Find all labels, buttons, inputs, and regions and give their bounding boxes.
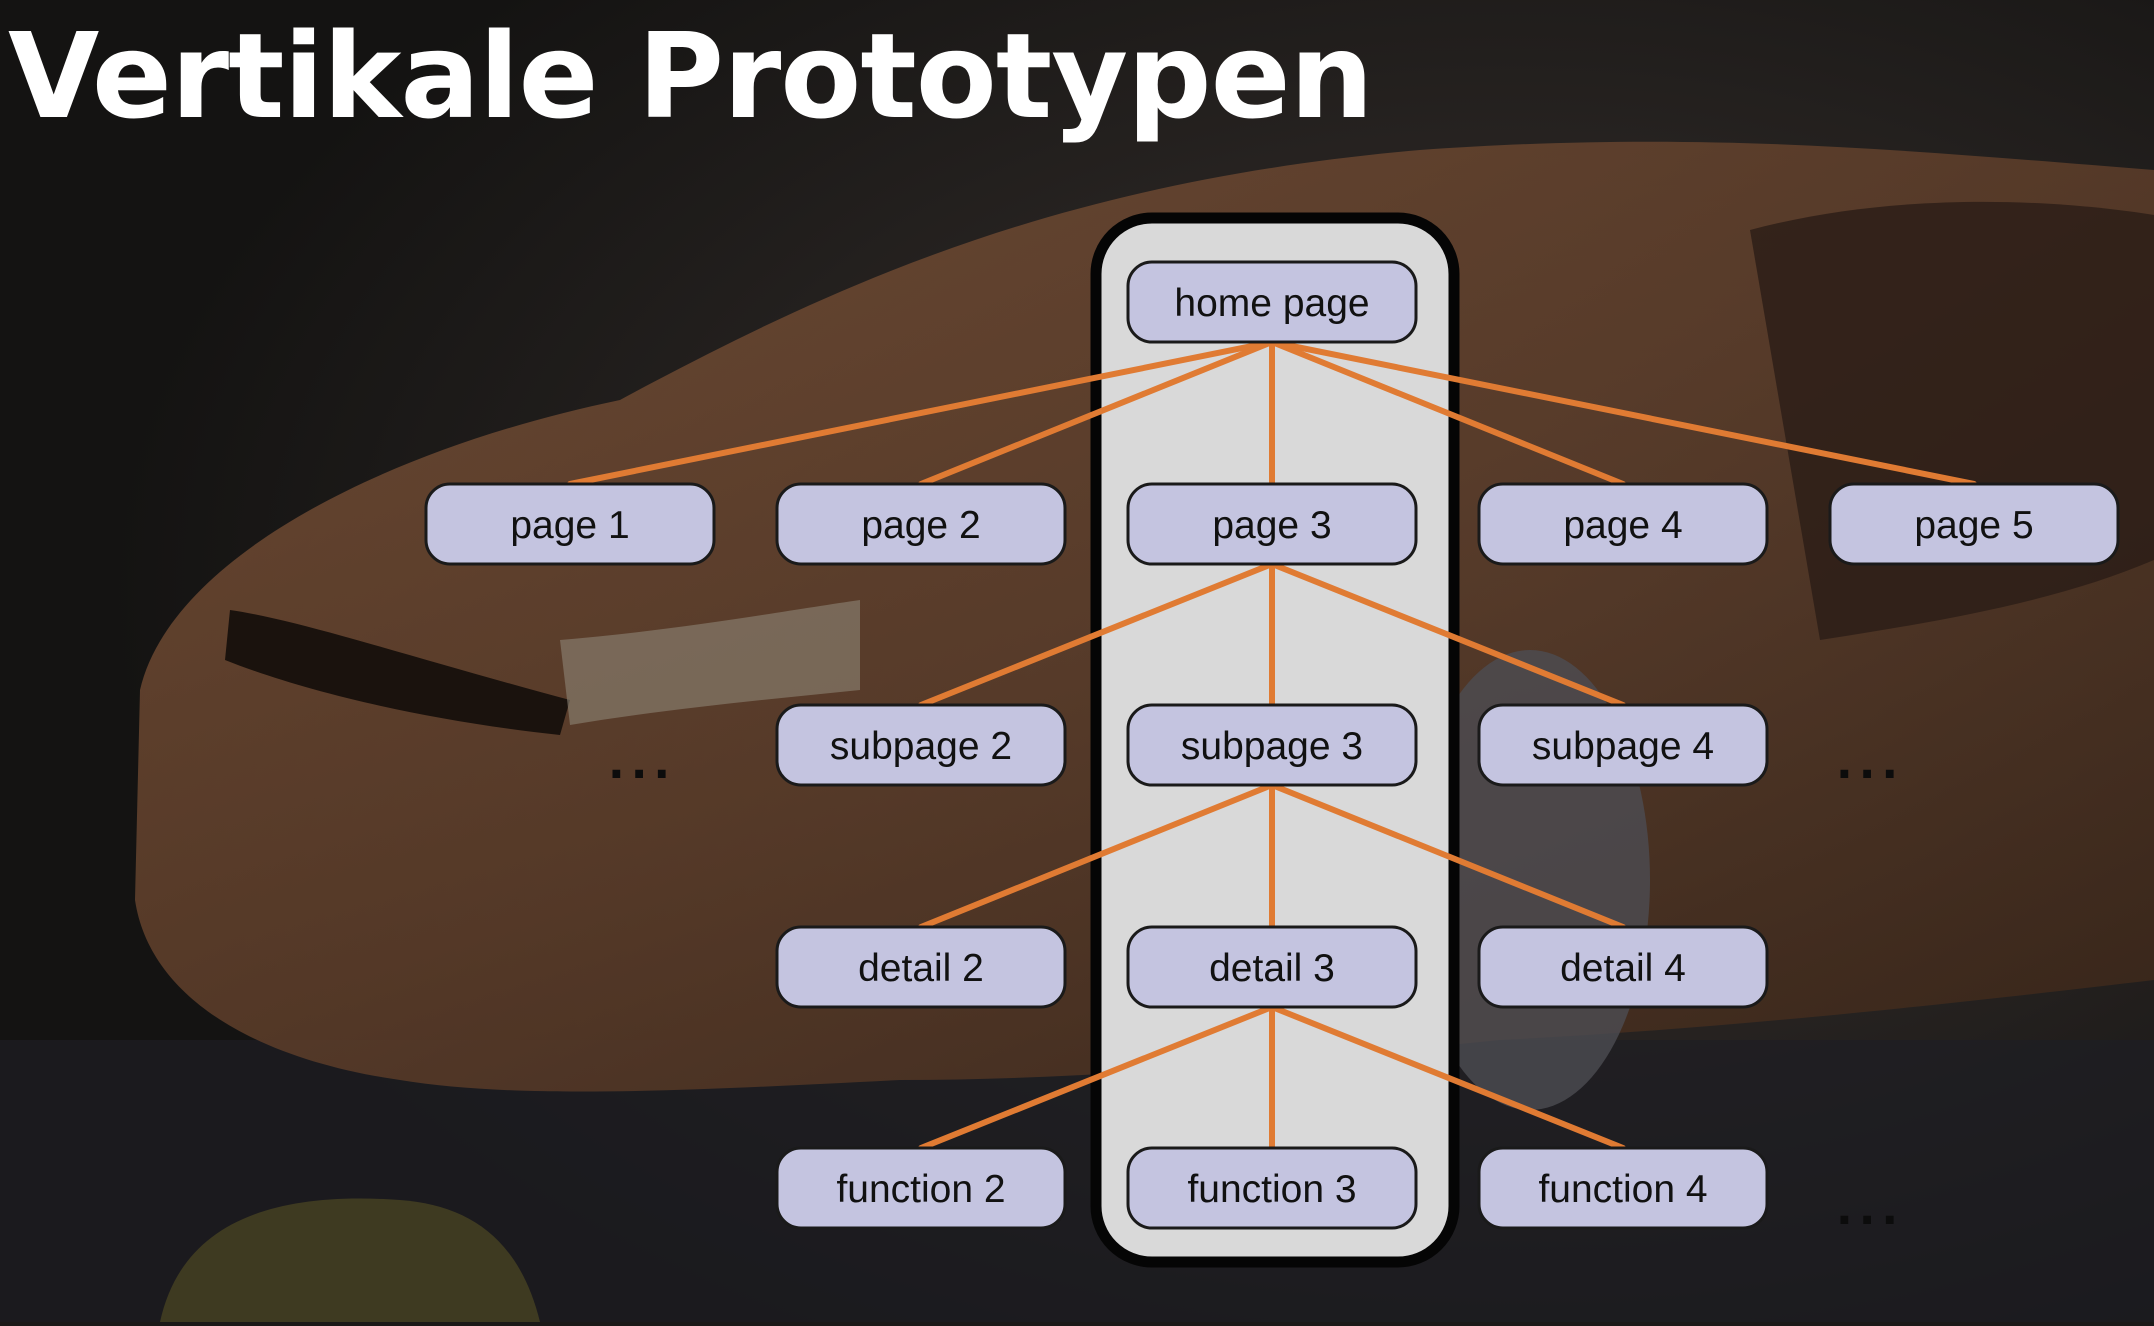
node-box bbox=[1126, 482, 1418, 566]
node-label: function 4 bbox=[1538, 1168, 1707, 1211]
connector-line bbox=[918, 339, 1275, 487]
node-subpage-2: subpage 2 bbox=[775, 703, 1067, 787]
node-box bbox=[1126, 925, 1418, 1009]
node-label: page 1 bbox=[510, 504, 629, 547]
node-page-2: page 2 bbox=[775, 482, 1067, 566]
node-box bbox=[1126, 260, 1418, 344]
node-home-page: home page bbox=[1126, 260, 1418, 344]
slide-title: Vertikale Prototypen bbox=[8, 7, 1374, 145]
connector-line bbox=[1269, 339, 1626, 487]
node-page-4: page 4 bbox=[1477, 482, 1769, 566]
ellipsis-right-mid: ... bbox=[1836, 738, 1904, 789]
node-label: page 4 bbox=[1563, 504, 1682, 547]
node-label: subpage 2 bbox=[830, 725, 1012, 768]
node-subpage-3: subpage 3 bbox=[1126, 703, 1418, 787]
car-headlight-recess bbox=[225, 610, 570, 735]
node-detail-3: detail 3 bbox=[1126, 925, 1418, 1009]
car-foam-patch bbox=[560, 600, 860, 725]
car-windshield bbox=[1750, 201, 2154, 640]
connector-line bbox=[1269, 339, 1977, 487]
node-box bbox=[1477, 703, 1769, 787]
diagram-nodes: home page page 1 page 2 page 3 page 4 page 5 s… bbox=[424, 260, 2120, 1230]
node-box bbox=[775, 482, 1067, 566]
connector-lines bbox=[567, 339, 1977, 1151]
node-detail-2: detail 2 bbox=[775, 925, 1067, 1009]
node-box bbox=[775, 703, 1067, 787]
connector-line bbox=[567, 339, 1275, 487]
node-box bbox=[1477, 482, 1769, 566]
node-page-5: page 5 bbox=[1828, 482, 2120, 566]
node-page-3: page 3 bbox=[1126, 482, 1418, 566]
node-box bbox=[1477, 925, 1769, 1009]
node-box bbox=[775, 925, 1067, 1009]
node-function-3: function 3 bbox=[1126, 1146, 1418, 1230]
floor-strap bbox=[160, 1198, 540, 1322]
connector-line bbox=[918, 561, 1275, 708]
node-label: subpage 4 bbox=[1532, 725, 1714, 768]
node-box bbox=[1126, 1146, 1418, 1230]
node-subpage-4: subpage 4 bbox=[1477, 703, 1769, 787]
node-function-2: function 2 bbox=[775, 1146, 1067, 1230]
node-label: page 3 bbox=[1212, 504, 1331, 547]
node-box bbox=[1828, 482, 2120, 566]
node-label: detail 3 bbox=[1209, 947, 1335, 990]
node-label: home page bbox=[1174, 282, 1369, 325]
node-label: subpage 3 bbox=[1181, 725, 1363, 768]
node-label: function 3 bbox=[1187, 1168, 1356, 1211]
connector-line bbox=[918, 782, 1275, 930]
ellipsis-right-bottom: ... bbox=[1836, 1184, 1904, 1235]
node-label: function 2 bbox=[836, 1168, 1005, 1211]
node-label: detail 4 bbox=[1560, 947, 1686, 990]
connector-line bbox=[1269, 561, 1626, 708]
connector-line bbox=[1269, 782, 1626, 930]
node-label: detail 2 bbox=[858, 947, 984, 990]
connector-line bbox=[918, 1004, 1275, 1151]
connector-line bbox=[1269, 1004, 1626, 1151]
node-page-1: page 1 bbox=[424, 482, 716, 566]
node-box bbox=[1126, 703, 1418, 787]
node-label: page 5 bbox=[1914, 504, 2033, 547]
node-box bbox=[424, 482, 716, 566]
node-detail-4: detail 4 bbox=[1477, 925, 1769, 1009]
node-box bbox=[775, 1146, 1067, 1230]
node-label: page 2 bbox=[861, 504, 980, 547]
ellipsis-left: ... bbox=[608, 738, 676, 789]
node-function-4: function 4 bbox=[1477, 1146, 1769, 1230]
node-box bbox=[1477, 1146, 1769, 1230]
